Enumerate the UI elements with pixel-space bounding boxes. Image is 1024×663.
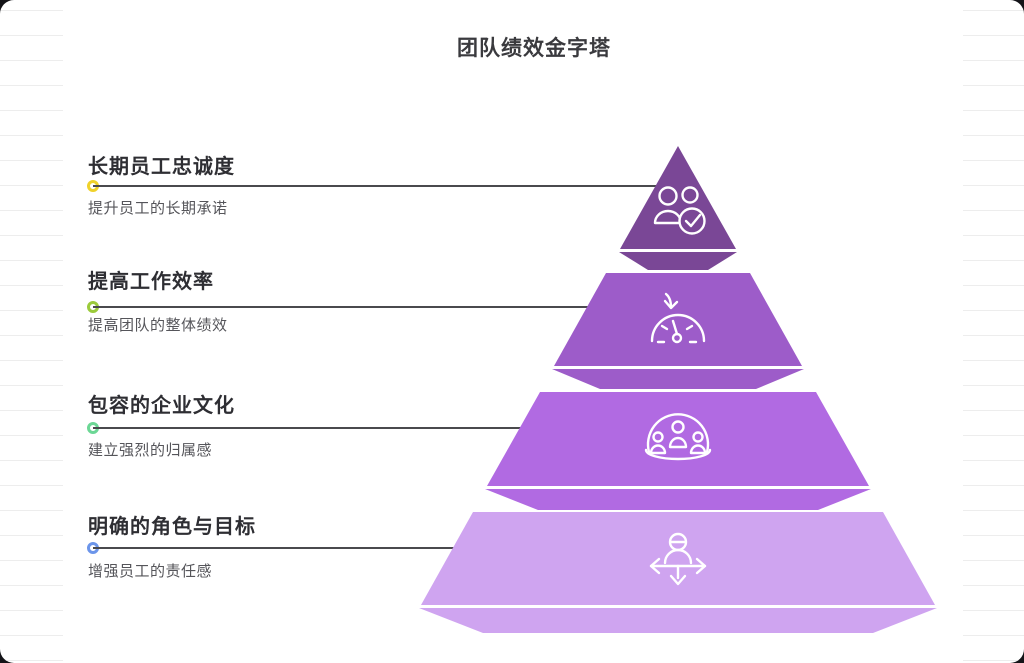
gauge-arrow-icon	[650, 292, 706, 344]
level-3-description: 建立强烈的归属感	[88, 442, 213, 459]
level-2-description: 提高团队的整体绩效	[88, 317, 228, 334]
pyramid-level-1-bevel	[619, 252, 737, 270]
pyramid-level-2-bevel	[552, 369, 804, 389]
pyramid-level-2-shape	[554, 273, 802, 366]
level-4-label: 明确的角色与目标	[88, 516, 256, 538]
level-1-label: 长期员工忠诚度	[88, 156, 235, 178]
pyramid-level-1	[619, 146, 737, 270]
ruled-lines-right	[963, 0, 1024, 663]
users-check-icon	[653, 186, 706, 235]
page-title: 团队绩效金字塔	[457, 37, 611, 60]
level-1-connector-line	[93, 185, 658, 187]
pyramid-level-2	[552, 273, 804, 389]
level-4-description: 增强员工的责任感	[88, 563, 213, 580]
level-2-label: 提高工作效率	[88, 271, 214, 293]
pyramid-level-4	[419, 512, 937, 633]
level-4-connector-line	[93, 547, 455, 549]
level-1-description: 提升员工的长期承诺	[88, 200, 228, 217]
ruled-lines-left	[0, 0, 63, 663]
pyramid-level-4-bevel	[419, 608, 937, 633]
pyramid-level-4-shape	[421, 512, 935, 605]
level-3-label: 包容的企业文化	[88, 395, 235, 417]
person-arrows-icon	[649, 532, 707, 586]
level-3-connector-line	[93, 427, 525, 429]
pyramid-level-3	[485, 392, 871, 510]
pyramid-graphic	[419, 146, 937, 633]
level-2-connector-line	[93, 306, 593, 308]
pyramid-level-3-bevel	[485, 489, 871, 510]
team-dome-icon	[644, 413, 712, 461]
pyramid-level-1-shape	[620, 146, 736, 249]
